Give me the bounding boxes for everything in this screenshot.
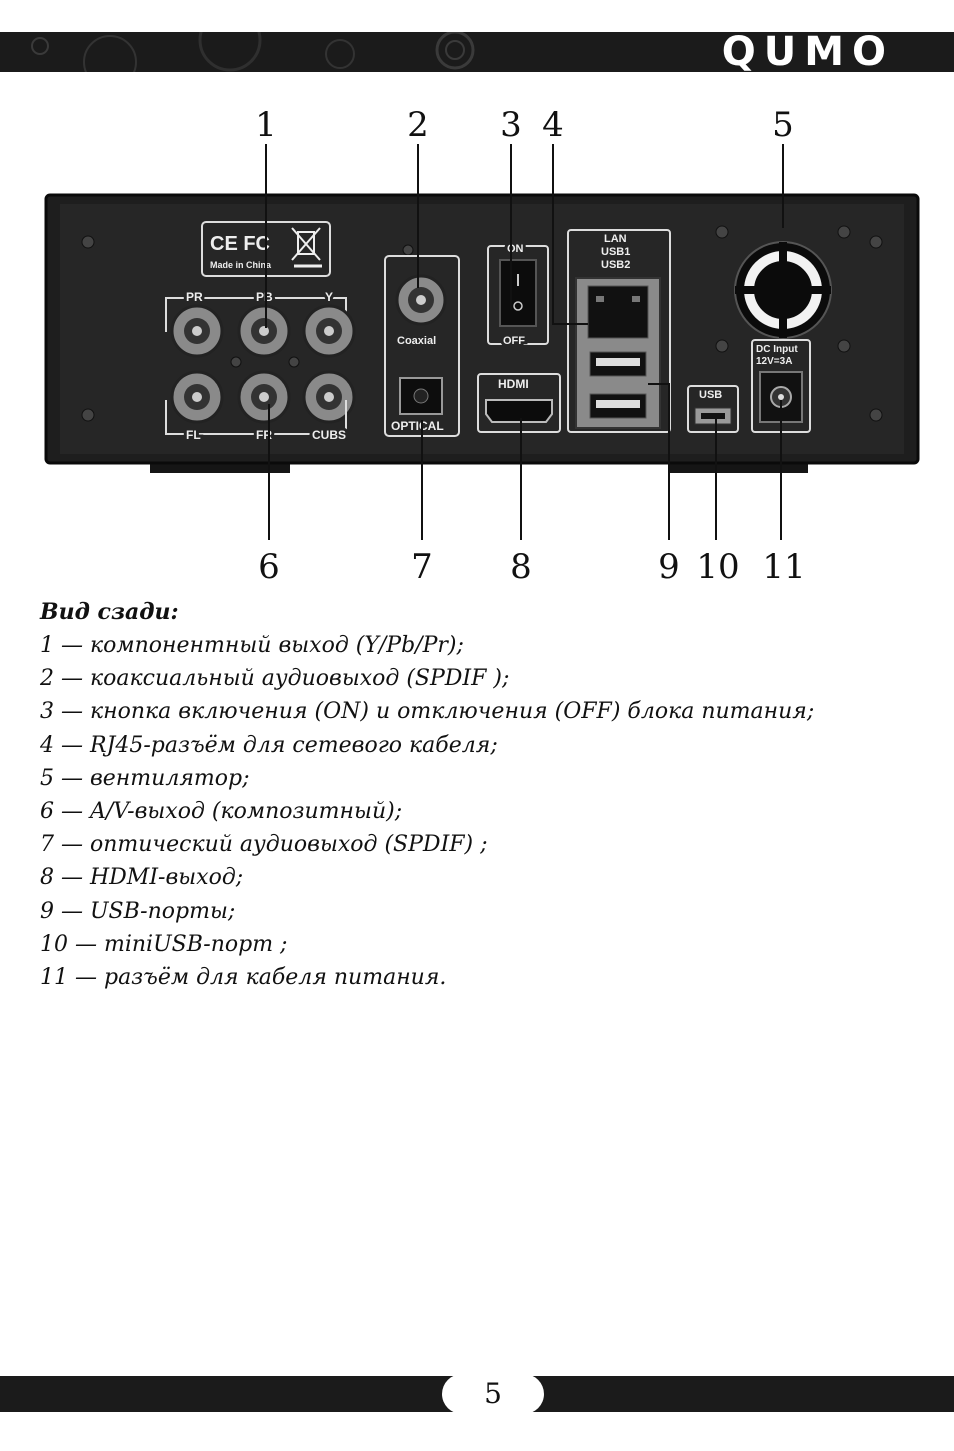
callout-8: 8	[510, 547, 532, 587]
optical-label: OPTICAL	[391, 419, 444, 433]
callout-9: 9	[658, 547, 680, 587]
callout-2: 2	[407, 105, 429, 145]
caption-item: 7 — оптический аудиовыход (SPDIF) ;	[40, 832, 488, 858]
usb2-label: USB2	[601, 259, 630, 271]
dc-rating-label: 12V=3A	[756, 356, 792, 367]
header-decoration	[31, 32, 475, 72]
caption-title: Вид сзади:	[40, 599, 179, 625]
coaxial-jack	[395, 274, 447, 326]
hdmi-label: HDMI	[498, 377, 529, 391]
callout-10: 10	[696, 547, 739, 587]
made-in-label: Made in China	[210, 260, 272, 270]
caption-item: 11 — разъём для кабеля питания.	[40, 964, 447, 990]
caption-item: 4 — RJ45-разъём для сетевого кабеля;	[40, 732, 498, 758]
power-switch	[499, 259, 537, 327]
caption-item: 2 — коаксиальный аудиовыход (SPDIF );	[40, 666, 510, 692]
coaxial-label: Coaxial	[397, 335, 436, 347]
rear-view-caption: Вид сзади: 1 — компонентный выход (Y/Pb/…	[40, 596, 920, 994]
hdmi-port	[485, 399, 553, 423]
callout-1: 1	[255, 105, 277, 145]
callout-6: 6	[258, 547, 280, 587]
lan-label: LAN	[604, 233, 627, 245]
rear-panel-figure: 1 2 3 4 5 6 7 8 9 10 11 CE FC Made in Ch…	[44, 105, 920, 587]
callout-4: 4	[542, 105, 564, 145]
brand-logo: QUMO	[721, 32, 894, 72]
usb1-label: USB1	[601, 246, 630, 258]
usb-label: USB	[699, 389, 722, 401]
header-bar: QUMO	[0, 32, 954, 72]
on-label: ON	[507, 243, 524, 255]
caption-item: 9 — USB-порты;	[40, 898, 236, 924]
fan-icon	[734, 241, 832, 339]
caption-item: 10 — miniUSB-порт ;	[40, 931, 288, 957]
component-jacks	[170, 304, 356, 358]
page-number: 5	[442, 1374, 544, 1414]
off-label: OFF	[503, 335, 525, 347]
recycle-bin-icon	[291, 227, 322, 268]
caption-item: 1 — компонентный выход (Y/Pb/Pr);	[40, 633, 464, 658]
caption-item: 3 — кнопка включения (ON) и отключения (…	[40, 699, 815, 725]
caption-item: 8 — HDMI-выход;	[40, 865, 244, 891]
lan-port	[587, 285, 649, 339]
cubs-label: CUBS	[312, 428, 346, 442]
caption-item: 5 — вентилятор;	[40, 765, 250, 791]
callout-11: 11	[762, 547, 805, 587]
pb-label: PB	[256, 290, 273, 304]
caption-item: 6 — A/V-выход (композитный);	[40, 798, 403, 824]
ce-mark-label: CE FC	[210, 233, 270, 255]
callout-5: 5	[772, 105, 794, 145]
fl-label: FL	[186, 428, 201, 442]
callout-7: 7	[411, 547, 433, 587]
dc-input-label: DC Input	[756, 344, 798, 355]
av-jacks	[170, 370, 356, 424]
pr-label: PR	[186, 290, 203, 304]
callout-3: 3	[500, 105, 522, 145]
y-label: Y	[325, 290, 333, 304]
